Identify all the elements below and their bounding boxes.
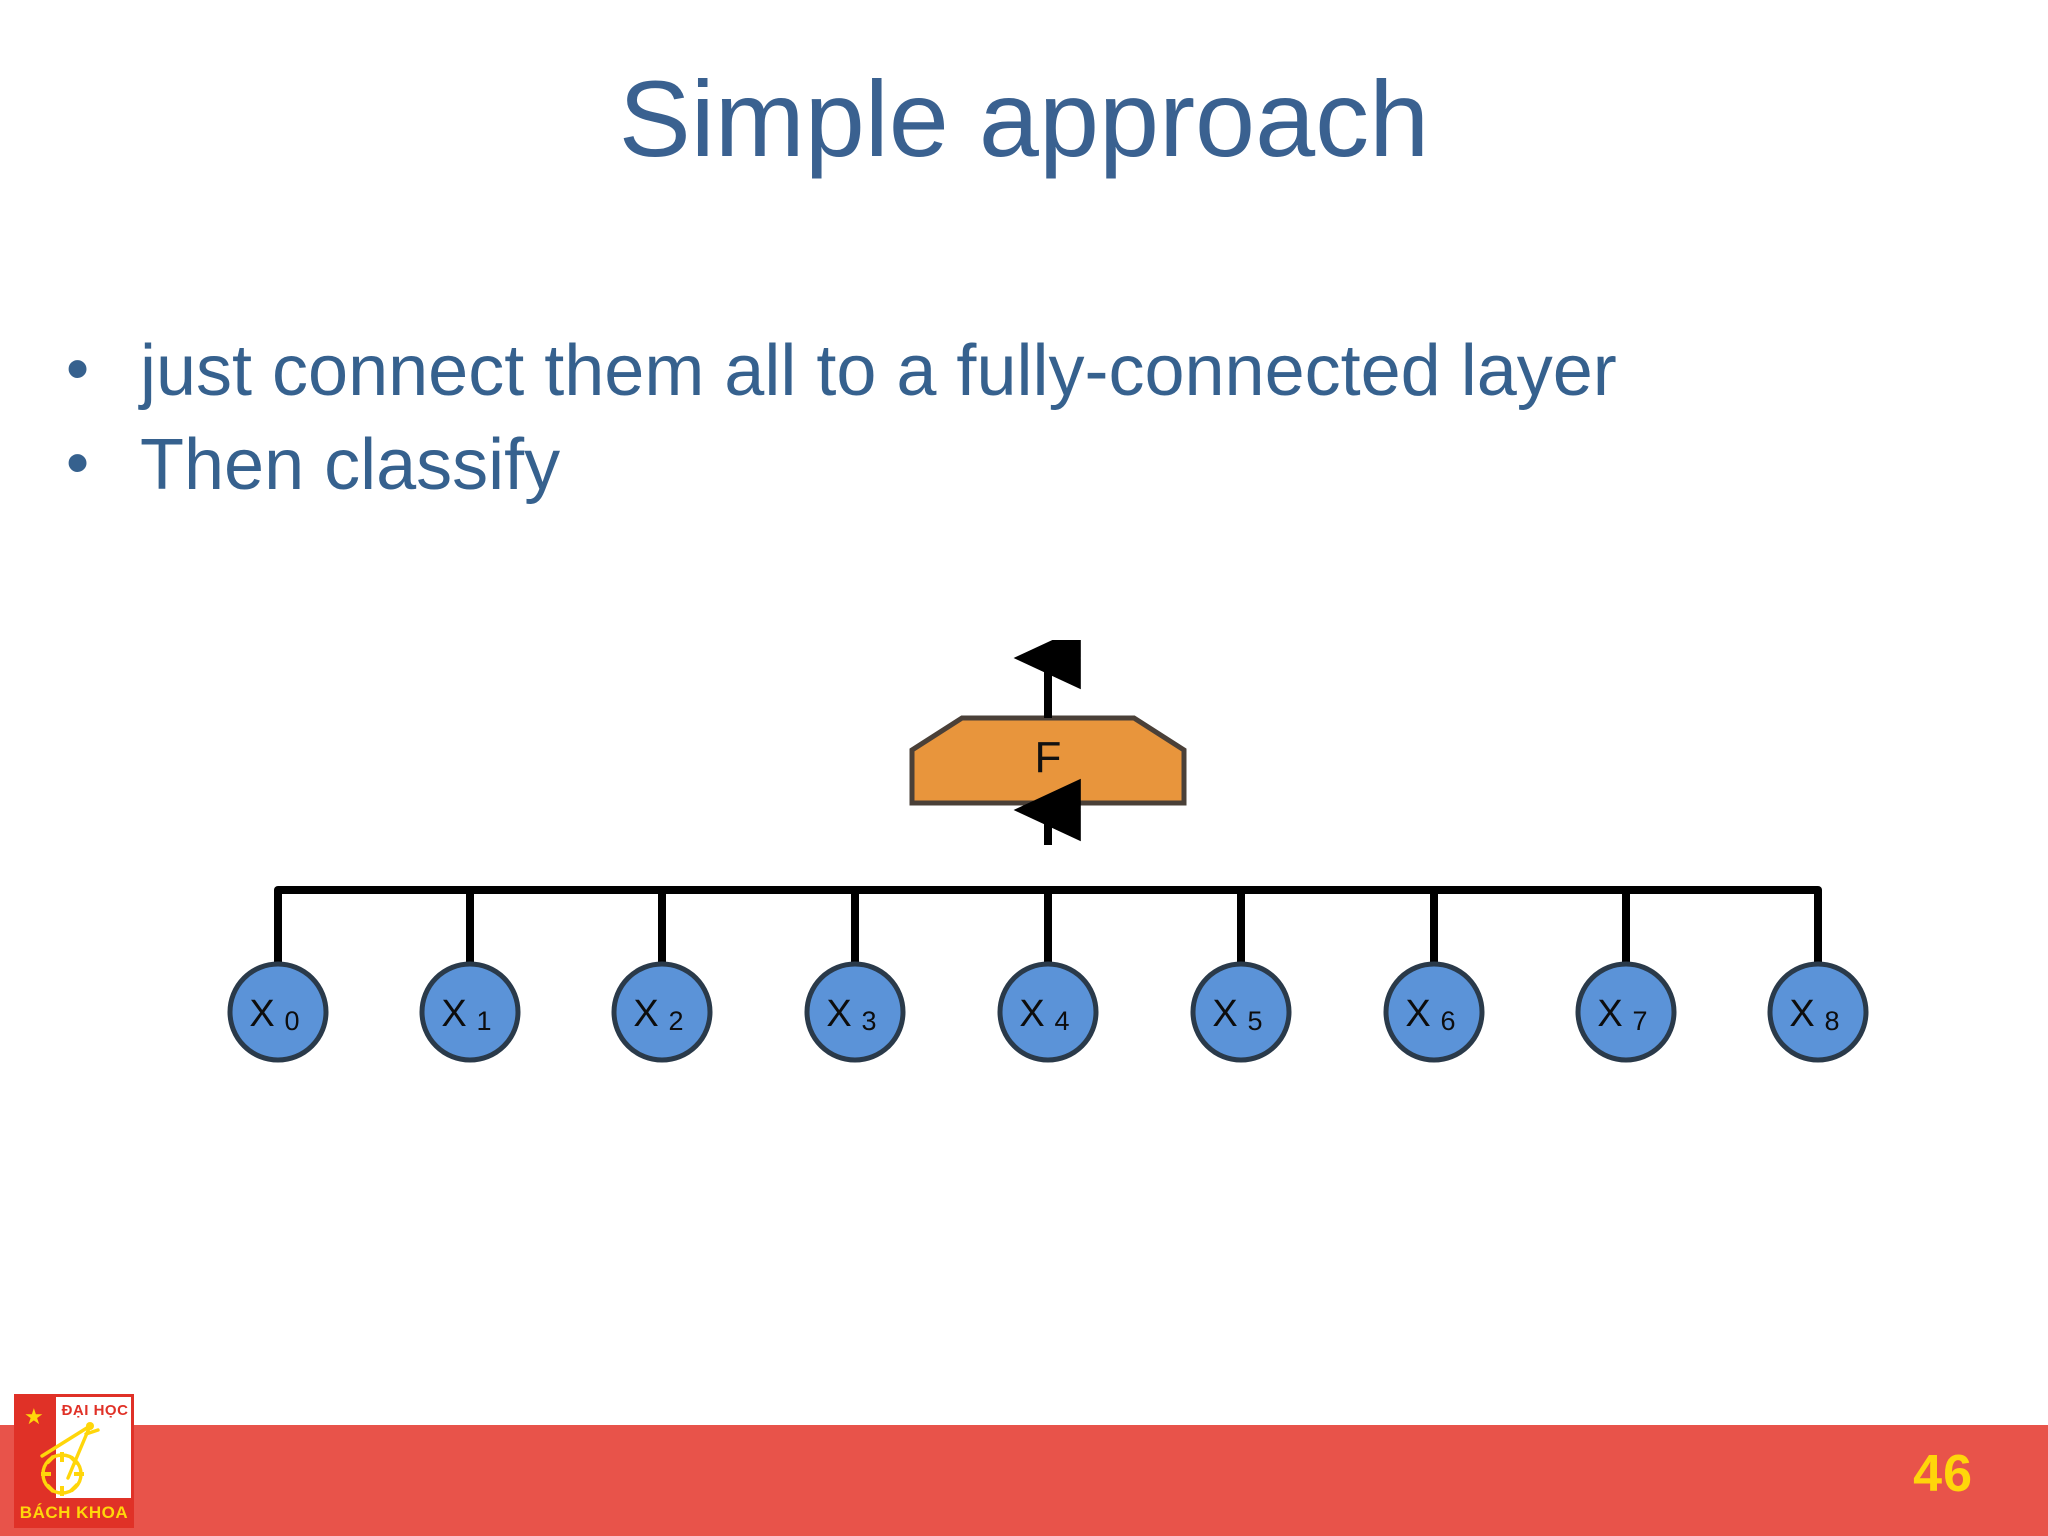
logo-white-panel (56, 1394, 134, 1502)
node-connector-lines (274, 890, 1822, 965)
input-node: X 2 (611, 961, 713, 1063)
node-label-base: X (1405, 993, 1430, 1035)
input-node: X 7 (1575, 961, 1677, 1063)
list-item: • just connect them all to a fully-conne… (50, 330, 1950, 414)
input-node: X 8 (1767, 961, 1869, 1063)
node-label-sub: 4 (1054, 1006, 1069, 1036)
list-item: • Then classify (50, 424, 1950, 508)
list-item-label: Then classify (140, 424, 561, 505)
input-node: X 6 (1383, 961, 1485, 1063)
input-node: X 4 (997, 961, 1099, 1063)
node-label-sub: 1 (476, 1006, 491, 1036)
node-label-base: X (441, 993, 466, 1035)
logo-bottom-text: BÁCH KHOA (19, 1503, 129, 1522)
node-label-sub: 2 (668, 1006, 683, 1036)
footer-bar (0, 1425, 2048, 1536)
node-label-sub: 0 (284, 1006, 299, 1036)
node-label-base: X (1212, 993, 1237, 1035)
bullet-marker-icon: • (66, 424, 90, 499)
node-label-base: X (1019, 993, 1044, 1035)
node-label-sub: 8 (1824, 1006, 1839, 1036)
node-label-base: X (1597, 993, 1622, 1035)
node-label-sub: 3 (861, 1006, 876, 1036)
list-item-label: just connect them all to a fully-connect… (140, 331, 1617, 411)
input-node: X 1 (419, 961, 521, 1063)
logo-top-text: ĐẠI HỌC (61, 1402, 129, 1419)
node-label-sub: 7 (1632, 1006, 1647, 1036)
fully-connected-box: F (909, 715, 1187, 806)
node-label-base: X (633, 993, 658, 1035)
input-node: X 3 (804, 961, 906, 1063)
input-node: X 0 (227, 961, 329, 1063)
compass-gear-emblem-icon (40, 1422, 100, 1496)
page-number: 46 (1913, 1445, 1973, 1503)
fc-box-label: F (1035, 733, 1062, 782)
node-label-base: X (249, 993, 274, 1035)
page-title: Simple approach (618, 58, 1430, 179)
node-label-sub: 5 (1247, 1006, 1262, 1036)
node-label-base: X (826, 993, 851, 1035)
university-logo: ★ ĐẠI HỌC BÁCH KHOA (14, 1394, 134, 1530)
bullet-list: • just connect them all to a fully-conne… (50, 330, 1950, 507)
bullet-marker-icon: • (66, 331, 90, 405)
node-label-sub: 6 (1440, 1006, 1455, 1036)
node-label-base: X (1789, 993, 1814, 1035)
fully-connected-layer-diagram: F (0, 640, 2048, 1120)
logo-bottom-banner: BÁCH KHOA (14, 1498, 134, 1528)
logo-red-panel (14, 1394, 56, 1502)
input-node: X 5 (1190, 961, 1292, 1063)
